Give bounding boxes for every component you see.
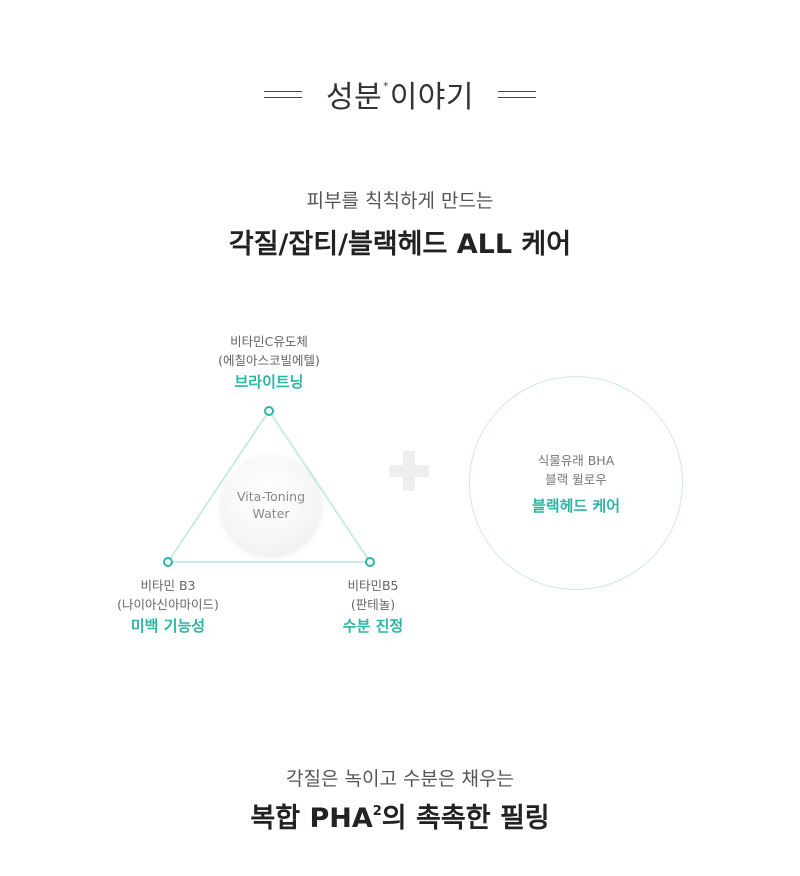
triangle-node-top [264, 406, 274, 416]
outro-headline-superscript: 2 [372, 804, 382, 819]
triangle-node-right [365, 557, 375, 567]
intro-headline: 각질/잡티/블랙헤드 ALL 케어 [228, 229, 572, 260]
decorative-lines-left [263, 90, 302, 98]
title-part-1: 성분 [325, 80, 383, 115]
center-label-line1: Vita-Toning [236, 489, 306, 504]
title-asterisk: * [383, 81, 389, 92]
ingredient-right-benefit: 수분 진정 [342, 617, 404, 635]
section-header: 성분*이야기 [0, 72, 800, 116]
ingredient-top-label: 비타민C유도체 (에칠아스코빌에텔) 브라이트닝 [169, 332, 369, 392]
center-label-line2: Water [252, 506, 290, 521]
ingredient-top-benefit: 브라이트닝 [234, 373, 304, 391]
bha-circle-line2: 블랙 윌로우 [545, 471, 607, 487]
ingredient-right-name: 비타민B5 [347, 578, 399, 593]
ingredient-top-chemical: (에칠아스코빌에텔) [218, 353, 320, 368]
ingredient-left-benefit: 미백 기능성 [130, 617, 206, 635]
vita-toning-water-ball: Vita-Toning Water [222, 456, 320, 554]
ingredient-top-name: 비타민C유도체 [230, 334, 308, 349]
ingredient-left-chemical: (나이아신아마이드) [117, 597, 219, 612]
decorative-lines-right [498, 90, 536, 98]
outro-subtitle: 각질은 녹이고 수분은 채우는 [286, 768, 514, 790]
intro-subtitle: 피부를 칙칙하게 만드는 [306, 190, 494, 212]
outro-headline-part1: 복합 PHA [250, 803, 373, 834]
bha-circle: 식물유래 BHA 블랙 윌로우 블랙헤드 케어 [469, 376, 683, 590]
outro-headline-part2: 의 촉촉한 필링 [381, 803, 550, 834]
ingredient-left-name: 비타민 B3 [140, 578, 196, 593]
triangle-outline [166, 409, 372, 563]
title-part-2: 이야기 [389, 80, 474, 115]
ingredient-right-label: 비타민B5 (판테놀) 수분 진정 [273, 576, 473, 636]
outro-headline: 복합 PHA2의 촉촉한 필링 [0, 796, 800, 835]
plus-icon [389, 451, 429, 491]
bha-circle-line1: 식물유래 BHA [537, 452, 615, 468]
ingredient-left-label: 비타민 B3 (나이아신아마이드) 미백 기능성 [68, 576, 268, 636]
section-title: 성분*이야기 [326, 72, 474, 116]
triangle-node-left [163, 557, 173, 567]
ingredient-right-chemical: (판테놀) [350, 597, 396, 612]
bha-circle-benefit: 블랙헤드 케어 [531, 496, 621, 515]
